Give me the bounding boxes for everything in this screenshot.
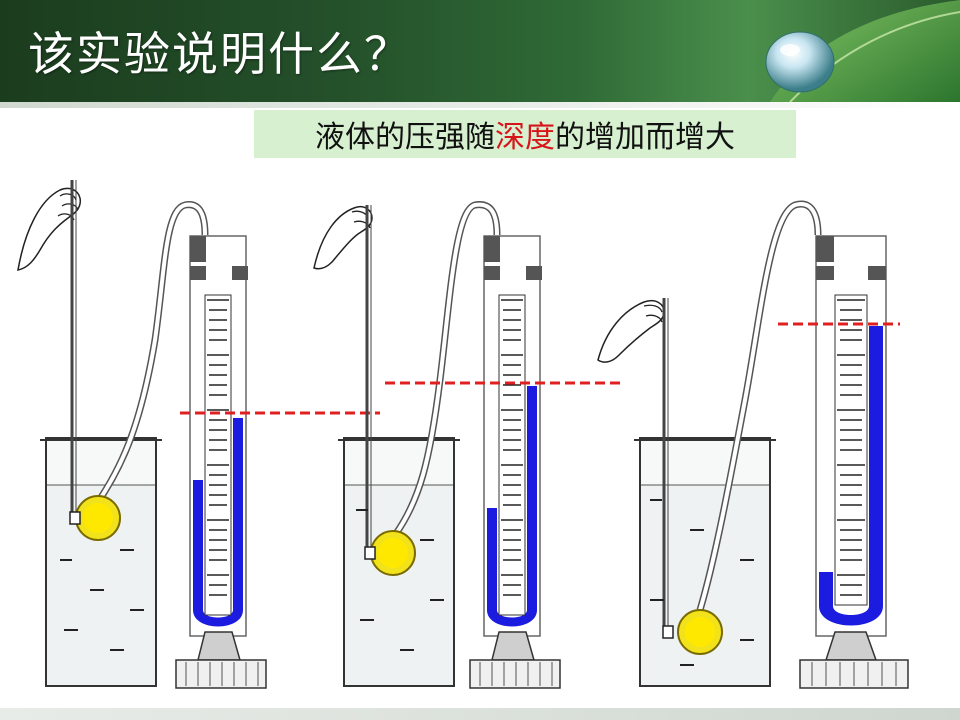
water-marks — [60, 499, 754, 666]
hand-icon-2 — [313, 206, 373, 270]
hand-icon-1 — [17, 187, 82, 271]
hand-icon-3 — [597, 300, 665, 363]
experiment-2 — [313, 201, 620, 689]
conclusion-box: 液体的压强随深度的增加而增大 — [254, 110, 796, 158]
u-tube-manometer-1 — [175, 235, 267, 689]
u-tube-manometer-3 — [799, 235, 909, 689]
footer-bar — [0, 708, 960, 720]
conclusion-highlight: 深度 — [495, 120, 555, 155]
conclusion-suffix: 的增加而增大 — [555, 120, 735, 155]
pressure-probe-1 — [69, 495, 121, 541]
experiment-3 — [597, 200, 909, 689]
slide-title: 该实验说明什么？ — [28, 27, 412, 81]
pressure-probe-3 — [662, 609, 723, 655]
pressure-probe-2 — [364, 530, 416, 576]
experiment-1 — [17, 180, 380, 689]
header-stripe — [0, 102, 960, 108]
slide-header: 该实验说明什么？ — [0, 0, 960, 102]
u-tube-manometer-2 — [469, 235, 561, 689]
conclusion-prefix: 液体的压强随 — [315, 120, 495, 155]
leaf-droplet-decoration — [765, 0, 960, 102]
